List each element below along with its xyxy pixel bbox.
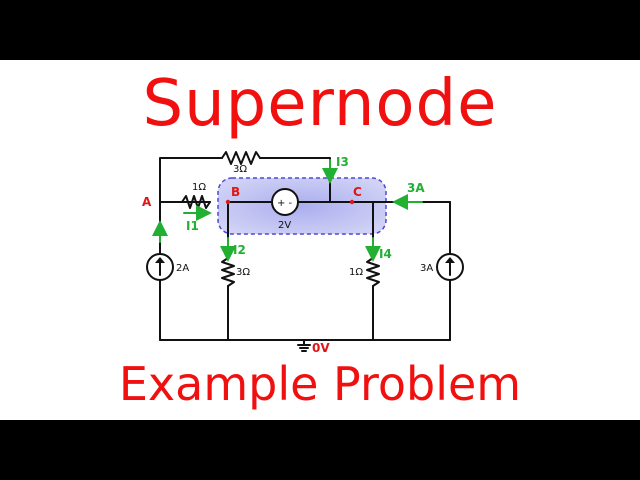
current-label-i4: I4: [379, 247, 392, 261]
current-label-i2: I2: [233, 243, 246, 257]
current-source-right-label: 3A: [420, 263, 433, 274]
node-c-dot: [349, 199, 355, 205]
node-b-dot: [225, 199, 231, 205]
ground-icon: [297, 339, 311, 352]
current-source-left-label: 2A: [176, 263, 189, 274]
letterbox-bottom: [0, 420, 640, 480]
node-b-label: B: [231, 185, 240, 199]
page-title: Supernode: [142, 67, 498, 141]
whiteboard: [0, 60, 640, 420]
resistor-top: [221, 151, 261, 165]
resistor-c-down: [366, 257, 380, 287]
voltage-source-polarity: + -: [277, 198, 293, 209]
current-source-left: [146, 253, 174, 281]
voltage-source-label: 2V: [278, 220, 291, 231]
resistor-ab-label: 1Ω: [192, 182, 206, 193]
ground-label: 0V: [312, 341, 330, 355]
current-label-i1: I1: [186, 219, 199, 233]
letterbox-top: [0, 0, 640, 60]
current-label-3a: 3A: [407, 181, 425, 195]
resistor-top-label: 3Ω: [233, 164, 247, 175]
supernode-region: [217, 177, 387, 235]
page-subtitle: Example Problem: [118, 357, 522, 411]
resistor-b-down-label: 3Ω: [236, 267, 250, 278]
resistor-b-down: [221, 257, 235, 287]
node-c-label: C: [353, 185, 362, 199]
node-a-label: A: [142, 195, 152, 209]
current-source-right: [436, 253, 464, 281]
voltage-source: [271, 188, 299, 216]
current-label-i3: I3: [336, 155, 349, 169]
resistor-c-down-label: 1Ω: [349, 267, 363, 278]
